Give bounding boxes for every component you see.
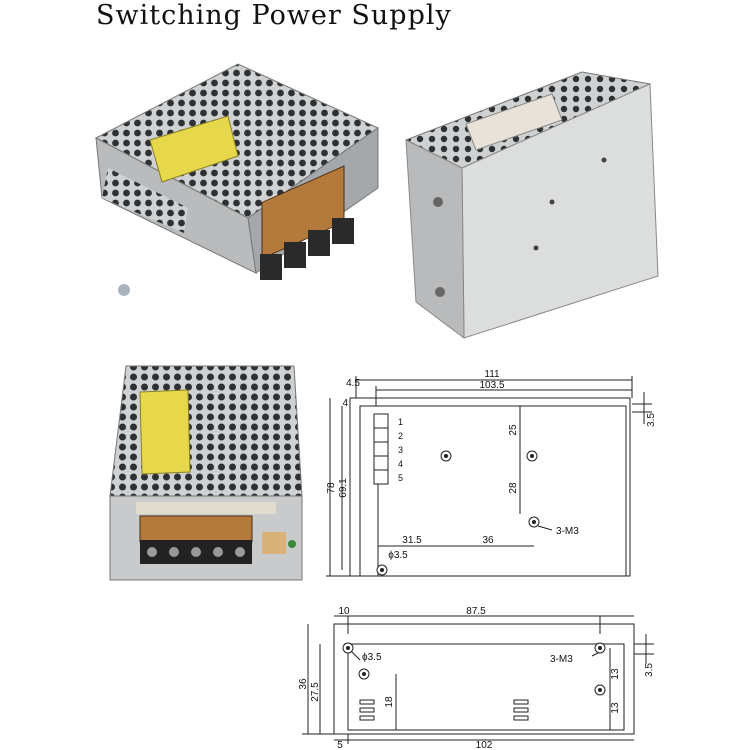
dim-hole-diameter: ϕ3.5	[388, 550, 408, 561]
dim-side-hole-spacing: 87.5	[466, 606, 486, 617]
dim-hole-vertical-top: 25	[508, 424, 519, 436]
top-view-drawing: 111 103.5 4.5 4 78 69.1 25 28 3.5 31.5 3…	[326, 369, 657, 577]
dim-inner-height: 69.1	[338, 478, 349, 498]
page-title: Switching Power Supply	[96, 0, 452, 31]
product-photo-side	[404, 71, 659, 340]
dim-hole-spacing-vertical: 28	[508, 482, 519, 494]
terminal-label: 5	[398, 473, 403, 483]
product-photo-terminals	[109, 365, 303, 581]
dim-hole-x-offset: 31.5	[402, 535, 422, 546]
dim-side-bottom-offset: 5	[337, 740, 343, 748]
terminal-label: 4	[398, 459, 403, 469]
side-view-drawing: 10 87.5 ϕ3.5 3-M3 36 27.5 18 13 13 3.5 5…	[298, 606, 655, 748]
dim-screw-spec: 3-M3	[556, 526, 579, 537]
dim-side-overall-length: 102	[476, 740, 493, 748]
dim-top-margin: 4	[342, 398, 348, 409]
dim-overall-length: 111	[484, 369, 500, 380]
dim-side-screw-spec: 3-M3	[550, 654, 573, 665]
product-photo-front	[94, 63, 380, 296]
dim-inner-length: 103.5	[479, 380, 504, 391]
dim-overall-height: 78	[326, 482, 337, 494]
dim-right-offset: 3.5	[646, 413, 657, 427]
terminal-label: 2	[398, 431, 403, 441]
dim-side-hole-height: 18	[384, 696, 395, 708]
terminal-label: 1	[398, 417, 403, 427]
dim-side-spacing-lower: 13	[610, 702, 621, 714]
dim-hole-spacing-horizontal: 36	[482, 535, 494, 546]
dim-left-offset: 4.5	[346, 378, 360, 389]
dim-side-right-offset: 3.5	[644, 663, 655, 677]
dim-side-hole-diameter: ϕ3.5	[362, 652, 382, 663]
dim-side-overall-height: 36	[298, 678, 309, 690]
dim-side-left-offset: 10	[338, 606, 350, 617]
dim-side-inner-height: 27.5	[310, 682, 321, 702]
dim-side-spacing-upper: 13	[610, 668, 621, 680]
terminal-label: 3	[398, 445, 403, 455]
